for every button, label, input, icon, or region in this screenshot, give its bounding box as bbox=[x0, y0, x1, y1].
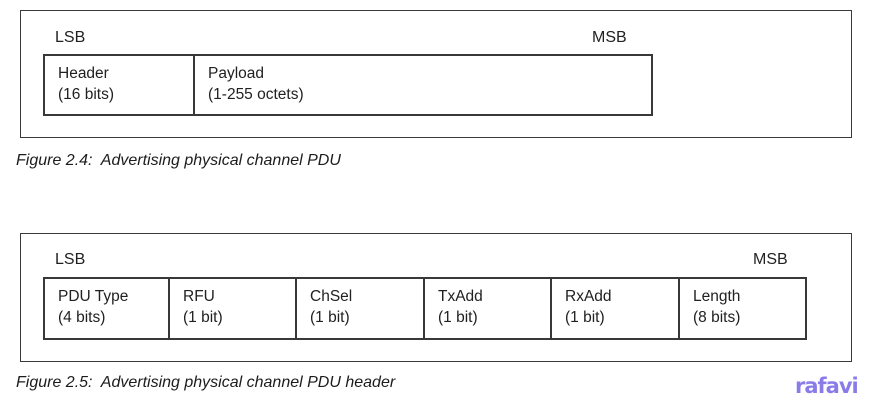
figure-2-4-caption: Figure 2.4: Advertising physical channel… bbox=[16, 152, 341, 169]
field-cell-header: Header (16 bits) bbox=[45, 56, 195, 114]
figure-2-5-caption: Figure 2.5: Advertising physical channel… bbox=[16, 374, 396, 391]
field-size-header: (16 bits) bbox=[58, 86, 114, 103]
lsb-label-figure-2-4: LSB bbox=[55, 29, 86, 46]
watermark-logo: rafavi bbox=[795, 374, 859, 398]
field-cell-txadd: TxAdd (1 bit) bbox=[425, 279, 552, 338]
field-name-rfu: RFU bbox=[183, 288, 215, 305]
pdu-header-field-row: PDU Type (4 bits) RFU (1 bit) ChSel (1 b… bbox=[43, 277, 807, 340]
field-size-length: (8 bits) bbox=[693, 309, 741, 326]
field-size-pdu-type: (4 bits) bbox=[58, 309, 106, 326]
field-name-header: Header bbox=[58, 65, 109, 82]
field-name-chsel: ChSel bbox=[310, 288, 353, 305]
field-cell-rxadd: RxAdd (1 bit) bbox=[552, 279, 680, 338]
field-cell-chsel: ChSel (1 bit) bbox=[297, 279, 425, 338]
field-size-chsel: (1 bit) bbox=[310, 309, 350, 326]
msb-label-figure-2-4: MSB bbox=[592, 29, 627, 46]
pdu-field-row: Header (16 bits) Payload (1-255 octets) bbox=[43, 54, 653, 116]
field-name-length: Length bbox=[693, 288, 741, 305]
field-size-payload: (1-255 octets) bbox=[208, 86, 304, 103]
field-name-payload: Payload bbox=[208, 65, 265, 82]
field-cell-payload: Payload (1-255 octets) bbox=[195, 56, 651, 114]
field-size-rxadd: (1 bit) bbox=[565, 309, 605, 326]
field-cell-length: Length (8 bits) bbox=[680, 279, 805, 338]
field-size-txadd: (1 bit) bbox=[438, 309, 478, 326]
field-cell-rfu: RFU (1 bit) bbox=[170, 279, 297, 338]
lsb-label-figure-2-5: LSB bbox=[55, 251, 86, 268]
field-name-txadd: TxAdd bbox=[438, 288, 483, 305]
field-name-rxadd: RxAdd bbox=[565, 288, 612, 305]
field-name-pdu-type: PDU Type bbox=[58, 288, 129, 305]
field-cell-pdu-type: PDU Type (4 bits) bbox=[45, 279, 170, 338]
msb-label-figure-2-5: MSB bbox=[753, 251, 788, 268]
field-size-rfu: (1 bit) bbox=[183, 309, 223, 326]
